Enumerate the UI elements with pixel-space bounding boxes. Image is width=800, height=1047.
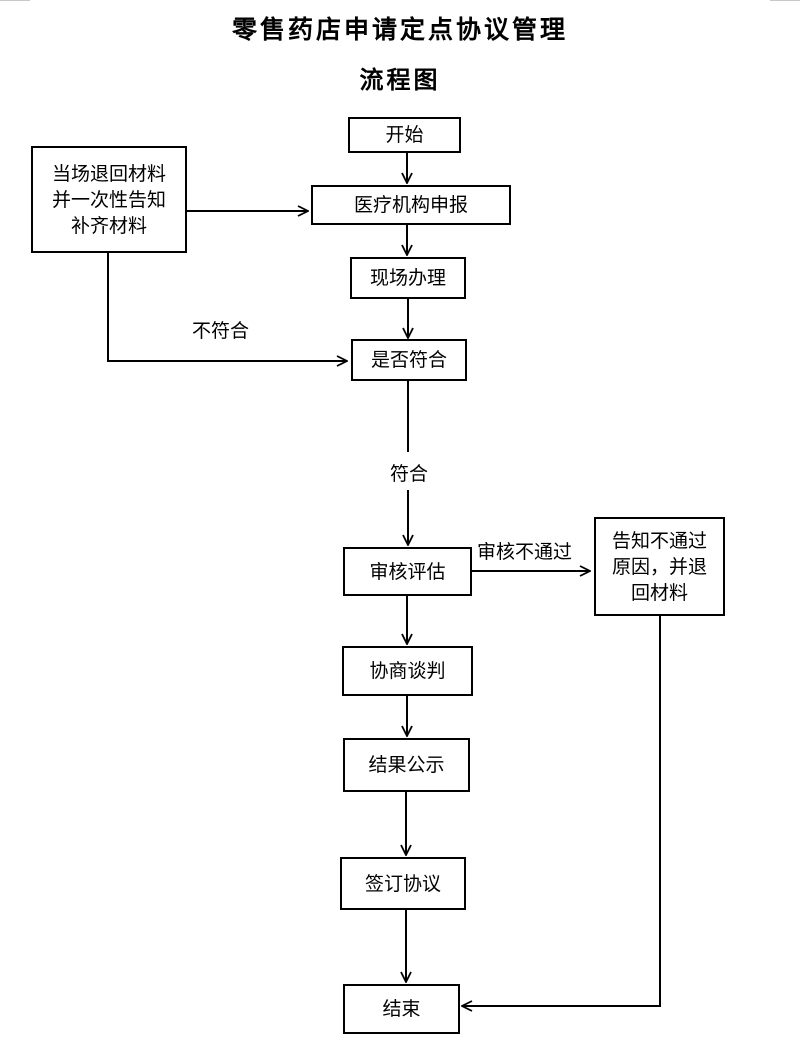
page-title: 零售药店申请定点协议管理 (231, 15, 568, 44)
node-onsite: 现场办理 (350, 257, 466, 299)
node-sign: 签订协议 (340, 857, 466, 910)
label-review-fail: 审核不通过 (477, 541, 573, 563)
node-negotiate: 协商谈判 (342, 646, 473, 696)
node-declare: 医疗机构申报 (311, 185, 511, 225)
node-end: 结束 (343, 984, 460, 1034)
node-return-materials: 当场退回材料 并一次性告知 补齐材料 (31, 146, 187, 253)
edge-return-check (107, 253, 347, 361)
node-publicity: 结果公示 (343, 738, 470, 792)
label-conform: 符合 (390, 463, 429, 485)
node-start: 开始 (348, 117, 461, 153)
edge-notify-end (462, 616, 661, 1006)
page-subtitle: 流程图 (359, 65, 441, 94)
node-check: 是否符合 (351, 339, 467, 381)
label-not-conform: 不符合 (192, 320, 250, 342)
node-notify-fail: 告知不通过 原因，并退 回材料 (594, 517, 725, 616)
top-right-rule (770, 0, 800, 1)
node-review: 审核评估 (343, 547, 472, 596)
top-left-rule (0, 0, 30, 1)
